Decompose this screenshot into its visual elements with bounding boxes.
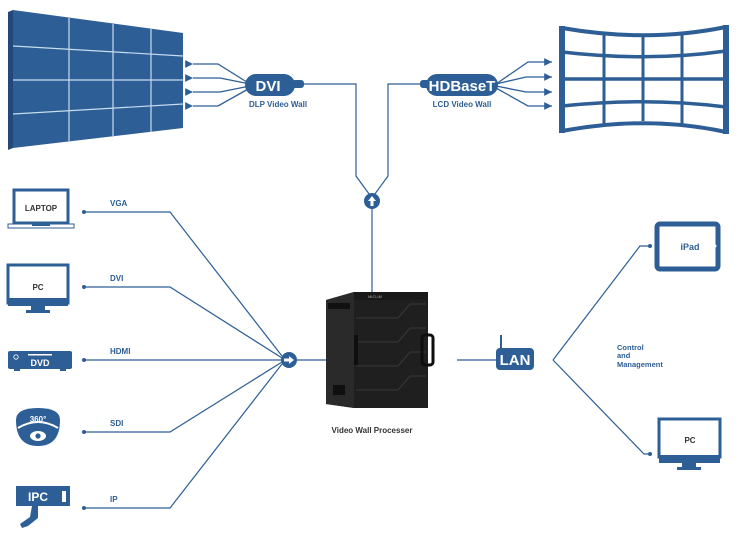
flat-video-wall-icon bbox=[8, 10, 184, 150]
ipc-label: IPC bbox=[28, 490, 48, 504]
processor-caption: Video Wall Processer bbox=[332, 426, 413, 435]
pc-client-line-endpoint bbox=[648, 452, 652, 456]
laptop-label: LAPTOP bbox=[25, 204, 58, 213]
hdmi-label: HDMI bbox=[110, 347, 130, 356]
caption-line-2: and bbox=[617, 351, 631, 360]
input-signal-labels: VGA DVI HDMI SDI IP bbox=[110, 199, 130, 504]
dvi-connector: DVI DLP Video Wall bbox=[245, 74, 307, 109]
dvi-output-arrows bbox=[185, 60, 251, 110]
video-wall-processor: MICLIM Video Wall Processer bbox=[326, 292, 435, 435]
dome-camera-label: 360° bbox=[30, 415, 47, 424]
input-line-endpoints bbox=[82, 210, 86, 510]
hdbaset-output-arrows bbox=[495, 58, 552, 110]
sdi-label: SDI bbox=[110, 419, 123, 428]
dvd-player-icon: DVD bbox=[8, 351, 72, 371]
laptop-icon: LAPTOP bbox=[7, 188, 75, 229]
control-management-caption: Control and Management bbox=[617, 343, 663, 369]
dlp-video-wall-caption: DLP Video Wall bbox=[249, 100, 307, 109]
ipad-line-endpoint bbox=[648, 244, 652, 248]
ipad-label: iPad bbox=[680, 242, 699, 252]
pc-client-label: PC bbox=[684, 436, 695, 445]
ip-camera-icon: IPC bbox=[16, 486, 70, 528]
lan-label: LAN bbox=[500, 352, 531, 369]
caption-line-3: Management bbox=[617, 360, 663, 369]
pc-input-label: PC bbox=[32, 283, 43, 292]
vga-label: VGA bbox=[110, 199, 128, 208]
dvd-label: DVD bbox=[30, 358, 50, 368]
ip-label: IP bbox=[110, 495, 118, 504]
lcd-video-wall-caption: LCD Video Wall bbox=[433, 100, 492, 109]
hdbaset-connector: HDBaseT LCD Video Wall bbox=[420, 74, 498, 109]
dome-camera-icon: 360° bbox=[16, 408, 60, 446]
arrow-up-icon bbox=[364, 193, 380, 209]
router-antenna-icon: LAN bbox=[496, 335, 534, 370]
caption-line-1: Control bbox=[617, 343, 644, 352]
input-lines bbox=[84, 211, 283, 509]
hdbaset-connector-label: HDBaseT bbox=[429, 78, 496, 95]
arrow-right-icon bbox=[281, 352, 297, 368]
dvi-input-label: DVI bbox=[110, 274, 123, 283]
processor-brand: MICLIM bbox=[368, 294, 382, 299]
output-feed-lines bbox=[304, 83, 420, 292]
monitor-icon: PC bbox=[6, 263, 70, 313]
monitor-icon: PC bbox=[657, 417, 722, 470]
curved-video-wall-icon bbox=[559, 25, 729, 134]
dvi-connector-label: DVI bbox=[255, 78, 280, 95]
tablet-icon: iPad bbox=[654, 221, 721, 272]
